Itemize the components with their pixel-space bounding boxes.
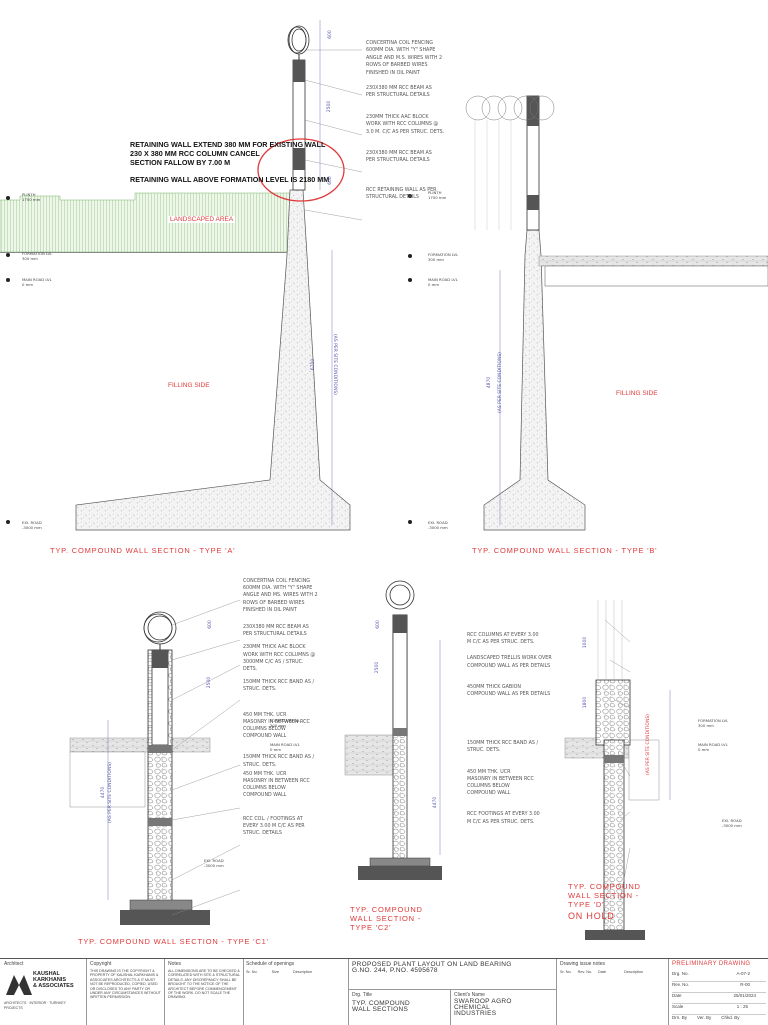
drawing-title-label: Drg. Title: [352, 992, 373, 998]
field-value: 25/01/2024: [733, 993, 756, 998]
field-label: Drg. No.: [672, 971, 689, 976]
footer-label: Ver. By: [697, 1015, 712, 1020]
firm-line: KAUSHAL: [33, 971, 60, 977]
drawing-title-line: WALL SECTIONS: [352, 1006, 409, 1013]
footer-label: Chkd. By: [721, 1015, 740, 1020]
field-value: 1 : 25: [736, 1004, 748, 1009]
field-row: Scale 1 : 25: [672, 1004, 766, 1015]
field-value: R-00: [740, 982, 750, 987]
firm-line: KARKHANIS: [33, 977, 66, 983]
issue-cols: Sr. No. Rev. No. Date Description: [560, 969, 643, 975]
schedule-col: Sr. No.: [246, 970, 258, 974]
notes-label: Notes: [168, 961, 182, 967]
issue-label: Drawing issue notes: [560, 961, 606, 967]
architect-label: Architect: [4, 961, 24, 967]
drawing-title-line: TYP. COMPOUND: [352, 1000, 410, 1007]
drawing-canvas: [0, 20, 768, 940]
client-name: SWAROOP AGRO CHEMICAL INDUSTRIES: [454, 998, 512, 1017]
firm-sub: ARCHITECTS · INTERIOR · TURNKEY PROJECTS: [4, 1001, 66, 1010]
firm-logo: [4, 971, 34, 997]
drawing-status: PRELIMINARY DRAWING: [672, 961, 751, 967]
copyright-text: THIS DRAWING IS THE COPYRIGHT & PROPERTY…: [90, 969, 161, 1000]
firm-logo-icon: [6, 975, 32, 995]
issue-col: Rev. No.: [577, 970, 593, 974]
firm-line: & ASSOCIATES: [33, 983, 74, 989]
firm-name: KAUSHAL KARKHANIS & ASSOCIATES: [33, 971, 74, 989]
schedule-col: Size: [271, 970, 279, 974]
field-row: Date 25/01/2024: [672, 993, 766, 1004]
notes-text: ALL DIMENSIONS ARE TO BE CHECKED & CORRE…: [168, 969, 240, 1000]
section-b-drawing: [408, 95, 768, 531]
title-block: Architect KAUSHAL KARKHANIS & ASSOCIATES…: [0, 958, 768, 1025]
field-row: Drg. No. A-07-2: [672, 971, 766, 982]
project-title: PROPOSED PLANT LAYOUT ON LAND BEARING G.…: [352, 961, 552, 974]
footer-row: Drn. By Ver. By Chkd. By: [672, 1015, 766, 1025]
project-line: PROPOSED PLANT LAYOUT ON LAND BEARING: [352, 961, 512, 968]
schedule-col: Description: [293, 970, 312, 974]
issue-col: Date: [598, 970, 607, 974]
section-a-drawing: [0, 20, 363, 531]
field-value: A-07-2: [736, 971, 750, 976]
field-label: Date: [672, 993, 682, 998]
field-label: Rev. No.: [672, 982, 690, 987]
section-c1-drawing: [69, 599, 241, 925]
section-c2-drawing: [344, 580, 442, 880]
title-fields: Drg. No. A-07-2 Rev. No. R-00 Date 25/01…: [672, 971, 766, 1025]
client-line: INDUSTRIES: [454, 1010, 497, 1017]
copyright-label: Copyright: [90, 961, 112, 967]
client-line: SWAROOP AGRO: [454, 998, 512, 1005]
field-label: Scale: [672, 1004, 684, 1009]
issue-col: Sr. No.: [560, 970, 572, 974]
client-line: CHEMICAL: [454, 1004, 490, 1011]
section-d-drawing: [564, 600, 671, 940]
field-row: Rev. No. R-00: [672, 982, 766, 993]
project-line: G.NO. 244, P.NO. 4595678: [352, 967, 438, 974]
issue-col: Description: [624, 970, 644, 974]
schedule-label: Schedule of openings: [246, 961, 295, 967]
schedule-cols: Sr. No. Size Description: [246, 969, 346, 975]
client-label: Client's Name: [454, 992, 485, 998]
drawing-title: TYP. COMPOUND WALL SECTIONS: [352, 1000, 410, 1013]
footer-label: Drn. By: [672, 1015, 688, 1020]
